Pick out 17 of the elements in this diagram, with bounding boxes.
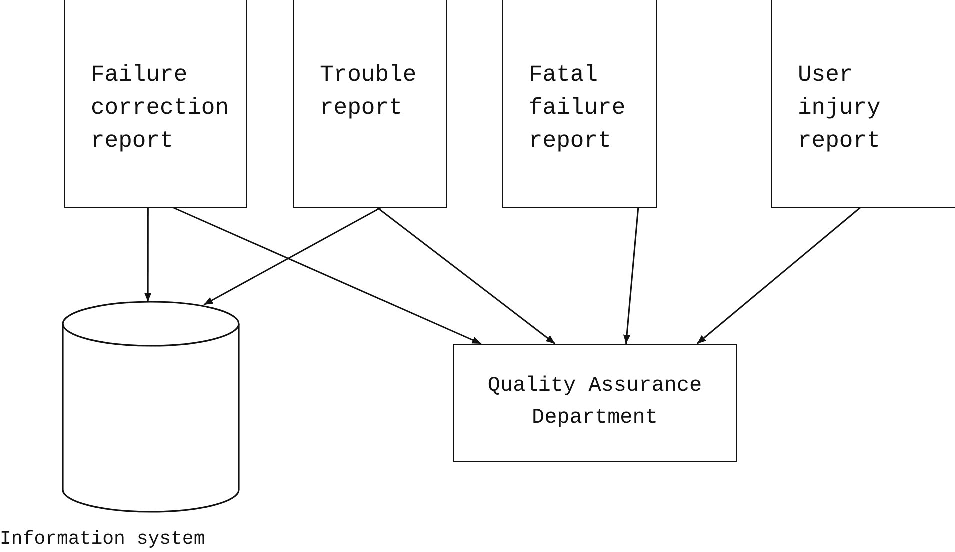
arrow bbox=[377, 207, 556, 345]
node-label: Quality Assurance Department bbox=[488, 374, 702, 432]
report-box bbox=[771, 0, 955, 208]
node-label: Fatal failure report bbox=[529, 61, 627, 156]
node-label: Information system bbox=[0, 528, 206, 550]
department-box bbox=[453, 344, 737, 462]
arrow bbox=[623, 208, 640, 344]
node-label: User injury report bbox=[798, 61, 882, 156]
arrow bbox=[696, 207, 861, 345]
report-box bbox=[64, 0, 247, 208]
arrow bbox=[204, 207, 382, 306]
report-box bbox=[502, 0, 657, 208]
report-box bbox=[293, 0, 447, 208]
node-label: Failure correction report bbox=[91, 61, 230, 156]
arrow bbox=[174, 207, 482, 345]
node-label: Trouble report bbox=[320, 61, 418, 123]
arrow bbox=[144, 208, 152, 302]
